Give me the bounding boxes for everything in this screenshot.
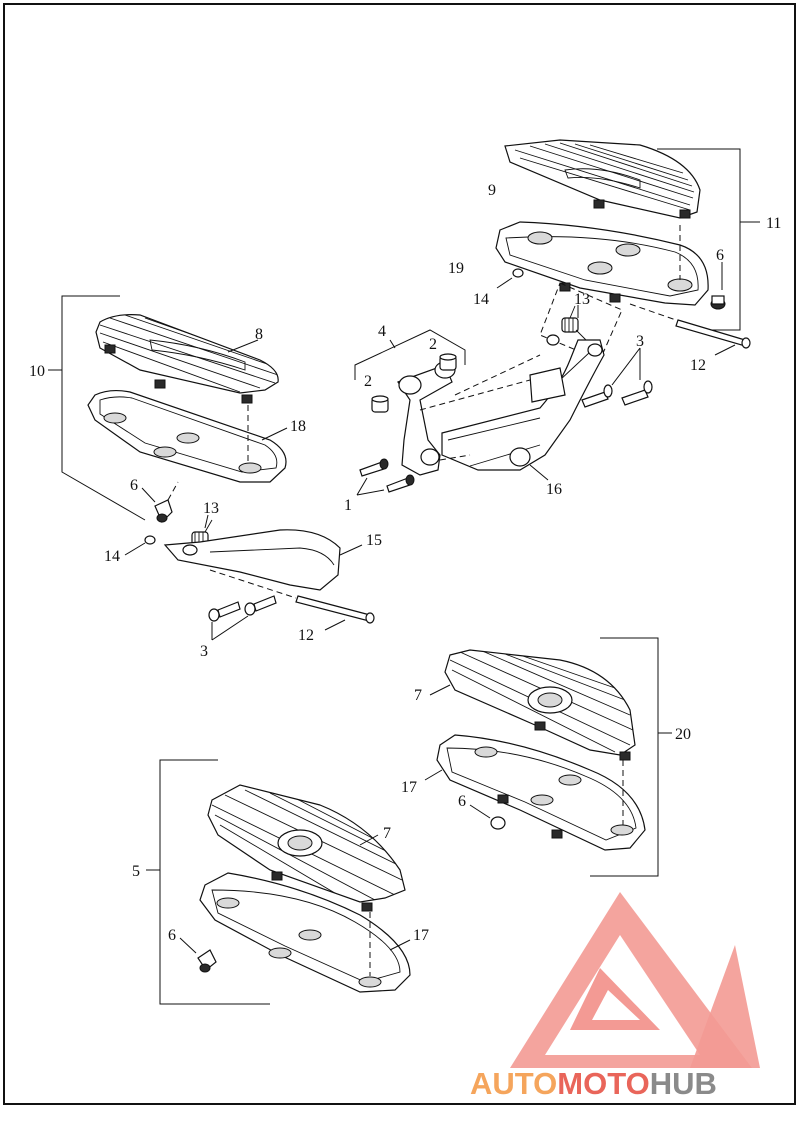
callout-3-left: 3 bbox=[200, 643, 208, 660]
callout-17-right: 17 bbox=[401, 779, 417, 796]
floorboard-pad-7-right bbox=[444, 649, 636, 761]
watermark-logo bbox=[510, 892, 760, 1068]
nut-6-lower-left bbox=[197, 949, 217, 973]
floorboard-pan-19 bbox=[495, 221, 709, 306]
diagram-frame bbox=[3, 3, 796, 1105]
bolt-3-top-a bbox=[581, 384, 613, 408]
callout-20: 20 bbox=[675, 726, 691, 743]
bolt-3-left-b bbox=[244, 595, 277, 616]
pivot-pin-12-top bbox=[675, 319, 751, 349]
callout-15: 15 bbox=[366, 532, 382, 549]
callout-12-left: 12 bbox=[298, 627, 314, 644]
callout-14-top: 14 bbox=[473, 291, 489, 308]
callout-18: 18 bbox=[290, 418, 306, 435]
spring-13-top bbox=[561, 305, 589, 343]
callout-5: 5 bbox=[132, 863, 140, 880]
callout-12-top: 12 bbox=[690, 357, 706, 374]
callout-17-left: 17 bbox=[413, 927, 429, 944]
watermark-text: AUTOMOTOHUB bbox=[470, 1066, 717, 1101]
mount-bracket-16 bbox=[441, 334, 605, 471]
e-clip-14-left bbox=[144, 535, 156, 545]
callout-4: 4 bbox=[378, 323, 386, 340]
floorboard-pan-18 bbox=[87, 389, 287, 483]
callout-16: 16 bbox=[546, 481, 562, 498]
callout-7-right: 7 bbox=[414, 687, 422, 704]
bolt-1-b bbox=[386, 474, 415, 493]
bushing-2-b bbox=[439, 353, 457, 371]
callout-11: 11 bbox=[766, 215, 781, 232]
floorboard-pan-17-left bbox=[199, 872, 411, 993]
callout-14-left: 14 bbox=[104, 548, 120, 565]
floorboard-pan-17-right bbox=[436, 734, 646, 851]
callout-19: 19 bbox=[448, 260, 464, 277]
callout-3-top: 3 bbox=[636, 333, 644, 350]
callout-13-top: 13 bbox=[574, 291, 590, 308]
callout-1: 1 bbox=[344, 497, 352, 514]
floorboard-arm-15 bbox=[163, 529, 341, 591]
nut-6-top bbox=[710, 295, 726, 310]
callout-8: 8 bbox=[255, 326, 263, 343]
bushing-2-a bbox=[371, 395, 389, 413]
bolt-1-a bbox=[359, 458, 389, 477]
callout-2-left: 2 bbox=[364, 373, 372, 390]
nut-6-left bbox=[154, 499, 173, 524]
callout-6-left: 6 bbox=[130, 477, 138, 494]
callout-7-left: 7 bbox=[383, 825, 391, 842]
callout-13-left: 13 bbox=[203, 500, 219, 517]
floorboard-pad-9 bbox=[504, 139, 701, 219]
linkage-arm-4 bbox=[397, 361, 456, 476]
callout-2-right: 2 bbox=[429, 336, 437, 353]
nut-6-right bbox=[490, 816, 506, 830]
group-bracket-11 bbox=[657, 148, 741, 331]
floorboard-pad-8 bbox=[95, 314, 279, 404]
callout-6-lower-left: 6 bbox=[168, 927, 176, 944]
callout-9: 9 bbox=[488, 182, 496, 199]
callout-6-right: 6 bbox=[458, 793, 466, 810]
e-clip-14-top bbox=[512, 268, 524, 278]
callout-10: 10 bbox=[29, 363, 45, 380]
group-bracket-5 bbox=[159, 759, 270, 1005]
group-bracket-10 bbox=[61, 295, 146, 521]
bolt-3-left-a bbox=[208, 601, 241, 622]
callout-6-top: 6 bbox=[716, 247, 724, 264]
floorboard-pad-7-left bbox=[207, 784, 406, 912]
group-bracket-20 bbox=[590, 637, 659, 877]
pivot-pin-12-left bbox=[295, 595, 375, 624]
bolt-3-top-b bbox=[621, 380, 653, 406]
